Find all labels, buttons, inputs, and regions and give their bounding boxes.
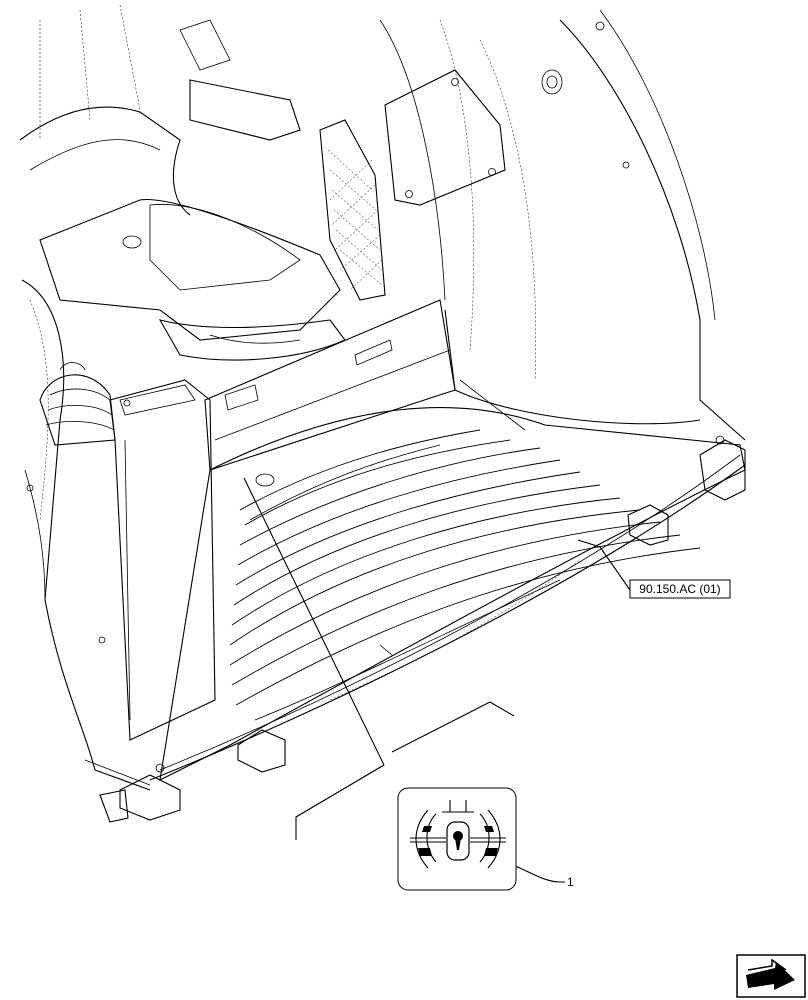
callout-number: 1: [567, 875, 574, 889]
floor-mat: [84, 407, 746, 823]
reference-label-box[interactable]: 90.150.AC (01): [629, 579, 731, 599]
next-page-arrow-icon[interactable]: [736, 954, 806, 998]
cab-interior: [19, 4, 746, 791]
vent-grille-pattern: [327, 149, 383, 291]
reference-label-text: 90.150.AC (01): [639, 582, 720, 596]
cab-lock-decal-icon: [397, 787, 517, 891]
leader-lines: [243, 477, 631, 883]
